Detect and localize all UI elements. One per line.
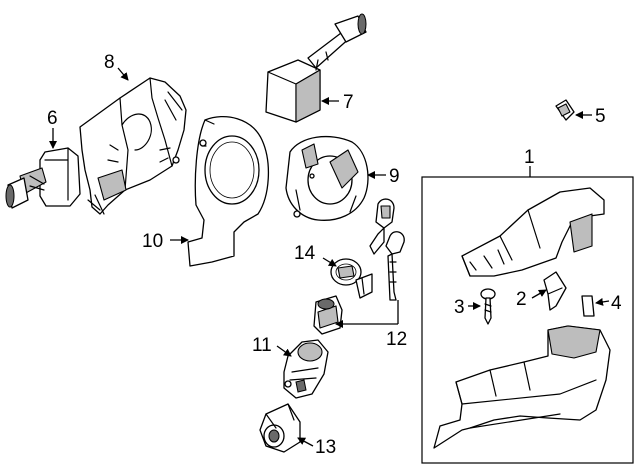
callout-12: 12 [386,329,407,350]
lock-cylinder [313,295,343,335]
part-10-ring [187,116,270,267]
callout-2: 2 [516,289,527,310]
leader-lines [49,67,610,447]
callout-8: 8 [104,52,115,73]
callout-13: 13 [315,437,336,458]
leader-11 [276,345,292,357]
part-5-clip [555,99,575,121]
callout-7: 7 [343,92,354,113]
part-1-upper-cover [461,187,605,277]
callout-1: 1 [524,147,535,168]
leader-8 [117,67,129,81]
callout-4: 4 [611,293,622,314]
callout-3: 3 [454,297,465,318]
part-14-cylinder [330,258,373,299]
part-8-bracket [79,77,187,215]
callout-5: 5 [595,106,606,127]
part-13-module [259,403,301,453]
callout-10: 10 [142,231,163,252]
callout-9: 9 [389,166,400,187]
leader-2 [531,289,547,299]
part-9-clockspring [285,135,369,221]
part-1-lower-cover [433,325,611,449]
leader-13 [297,437,314,447]
part-2-clip [543,271,567,311]
callout-6: 6 [47,108,58,129]
part-7-switch [265,13,367,123]
part-11-ignition-switch [283,339,329,399]
part-4-tab [581,295,595,317]
inset-box [421,176,634,464]
part-6-switch [5,147,81,209]
leader-4 [595,297,610,306]
callout-11: 11 [252,335,272,356]
callout-14: 14 [294,243,316,264]
leader-14 [322,257,337,267]
part-3-screw [480,288,496,325]
part-12-keys [369,198,405,301]
